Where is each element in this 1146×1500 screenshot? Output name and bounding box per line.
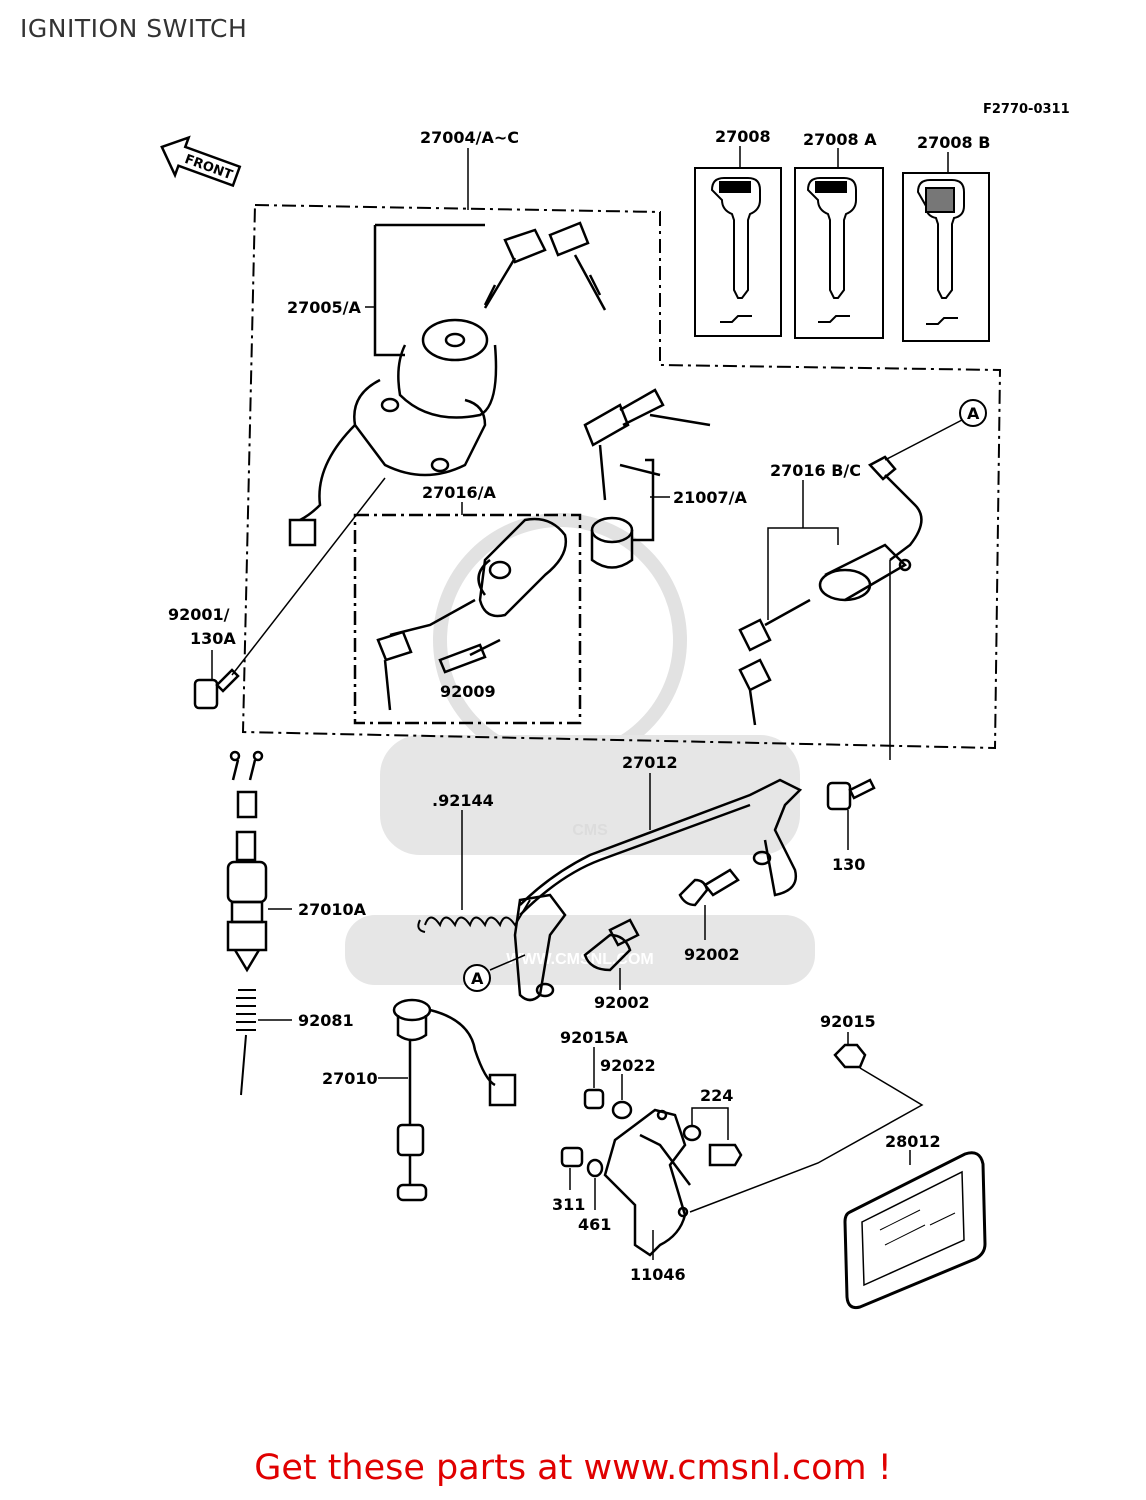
label-27016: 27016/A: [422, 483, 497, 502]
spring-92144: [417, 899, 531, 933]
svg-text:A: A: [471, 969, 484, 988]
label-92022: 92022: [600, 1056, 656, 1075]
label-27012: 27012: [622, 753, 678, 772]
label-27004: 27004/A~C: [420, 128, 519, 147]
nut-92015a: [583, 1088, 605, 1110]
callout-a-upper: A: [884, 399, 987, 461]
label-92015a: 92015A: [560, 1028, 629, 1047]
watermark-logo: CMS: [572, 822, 608, 839]
label-27010: 27010: [322, 1069, 378, 1088]
lever-27012: [513, 778, 803, 1002]
lock-cylinder-21007: [583, 388, 711, 569]
label-27008: 27008: [715, 127, 771, 146]
label-92002-upper: 92002: [684, 945, 740, 964]
front-arrow-icon: FRONT: [160, 135, 242, 188]
label-27010a: 27010A: [298, 900, 367, 919]
label-461: 461: [578, 1215, 611, 1234]
label-92002-lower: 92002: [594, 993, 650, 1012]
label-311: 311: [552, 1195, 585, 1214]
front-label: FRONT: [183, 152, 235, 183]
washer-461: [586, 1158, 604, 1178]
bolt-92002-lower: [583, 918, 640, 972]
label-21007: 21007/A: [673, 488, 748, 507]
washer-92022: [611, 1100, 633, 1120]
group-outline: [241, 204, 1002, 750]
sub-group-outline: [353, 513, 582, 725]
label-130: 130: [832, 855, 865, 874]
spring-92081: [236, 989, 256, 1096]
label-130a: 130A: [190, 629, 236, 648]
label-92015: 92015: [820, 1012, 876, 1031]
key-blank-boxes: [694, 167, 990, 342]
label-92144: .92144: [432, 791, 494, 810]
label-224: 224: [700, 1086, 733, 1105]
nut-311: [560, 1146, 584, 1168]
svg-text:A: A: [967, 404, 980, 423]
bolt-92002-upper: [678, 868, 740, 907]
parts-diagram: CMS WWW.CMSNL.COM F2770-0311 FRONT 27004…: [160, 102, 1070, 1309]
bracket-11046: [603, 1108, 691, 1257]
label-92009: 92009: [440, 682, 496, 701]
bolt-130: [826, 778, 876, 811]
bolt-224: [682, 1124, 743, 1167]
label-27016bc: 27016 B/C: [770, 461, 861, 480]
reflector-28012: [843, 1151, 987, 1309]
seat-lock: [376, 517, 568, 711]
label-27005: 27005/A: [287, 298, 362, 317]
figure-code: F2770-0311: [983, 102, 1070, 117]
lock-27016bc: [738, 455, 923, 726]
bolt-92001: [193, 668, 240, 710]
page-title: IGNITION SWITCH: [20, 14, 248, 43]
nut-92015: [833, 1043, 867, 1069]
label-92081: 92081: [298, 1011, 354, 1030]
switch-27010a: [226, 750, 268, 973]
label-27008a: 27008 A: [803, 130, 877, 149]
label-27008b: 27008 B: [917, 133, 990, 152]
label-92001: 92001/: [168, 605, 230, 624]
switch-27010: [392, 998, 517, 1202]
ignition-switch-unit: [288, 221, 607, 547]
callout-a-lower: A: [463, 954, 526, 992]
label-28012: 28012: [885, 1132, 941, 1151]
footer-promo-text: Get these parts at www.cmsnl.com !: [254, 1448, 892, 1488]
label-11046: 11046: [630, 1265, 686, 1284]
watermark-url: WWW.CMSNL.COM: [506, 951, 654, 968]
